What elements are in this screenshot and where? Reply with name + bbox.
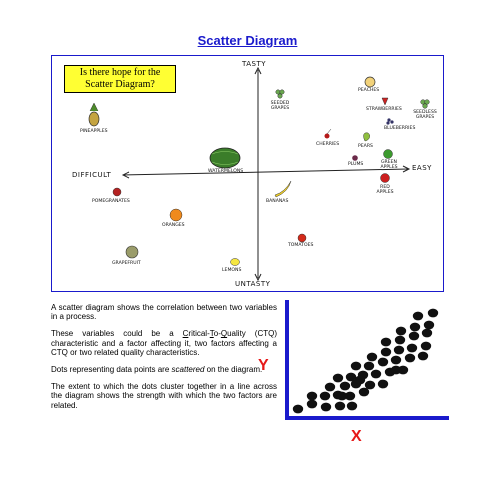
green-apple-icon <box>383 149 393 159</box>
mini-chart-y-label: Y <box>258 357 269 374</box>
blueberry-icon <box>386 118 394 125</box>
pomegranate-icon <box>112 187 122 197</box>
data-point <box>370 369 382 379</box>
data-point <box>306 399 318 409</box>
fruit-label: LEMONS <box>222 268 242 273</box>
question-callout: Is there hope for the Scatter Diagram? <box>64 65 176 93</box>
axis-label-left: DIFFICULT <box>72 171 112 179</box>
data-point <box>336 391 348 401</box>
data-point <box>350 361 362 371</box>
data-point <box>390 355 402 365</box>
data-point <box>292 404 304 414</box>
axis-label-bottom: UNTASTY <box>235 280 271 288</box>
data-point <box>380 337 392 347</box>
data-point <box>324 382 336 392</box>
data-point <box>390 365 402 375</box>
fruit-label: GRAPEFRUIT <box>112 261 141 266</box>
data-point <box>377 357 389 367</box>
data-point <box>363 361 375 371</box>
fruit-label: PEARS <box>358 144 373 149</box>
data-point <box>420 341 432 351</box>
data-point <box>394 335 406 345</box>
data-point <box>358 387 370 397</box>
orange-icon <box>169 208 183 222</box>
fruit-label: SEEDLESS GRAPES <box>413 110 437 120</box>
data-point <box>380 347 392 357</box>
seeded-grapes-icon <box>275 89 285 99</box>
fruit-label: BANANAS <box>266 199 289 204</box>
data-point <box>364 380 376 390</box>
data-point <box>412 311 424 321</box>
data-point <box>421 328 433 338</box>
data-point <box>346 401 358 411</box>
data-point <box>354 375 366 385</box>
fruit-label: GREEN APPLES <box>380 160 398 170</box>
page-title: Scatter Diagram <box>197 33 298 48</box>
axis-label-right: EASY <box>412 164 432 172</box>
quadrant-axes <box>88 66 430 282</box>
data-point <box>345 372 357 382</box>
data-point <box>423 320 435 330</box>
description-paragraph: Dots representing data points are scatte… <box>51 365 263 375</box>
fruit-label: POMEGRANATES <box>92 199 130 204</box>
data-point <box>306 391 318 401</box>
quadrant-diagram: Is there hope for the Scatter Diagram? T… <box>51 55 444 292</box>
fruit-label: CHERRIES <box>316 142 340 147</box>
data-point <box>417 351 429 361</box>
description-text: A scatter diagram shows the correlation … <box>51 303 277 418</box>
data-point <box>334 401 346 411</box>
data-point <box>344 391 356 401</box>
data-point <box>339 381 351 391</box>
data-point <box>427 308 439 318</box>
fruit-label: PEACHES <box>358 88 380 93</box>
axis-label-top: TASTY <box>242 60 267 68</box>
tomato-icon <box>297 233 307 243</box>
data-point <box>404 353 416 363</box>
data-point <box>366 352 378 362</box>
fruit-label: TOMATOES <box>288 243 314 248</box>
description-paragraph: A scatter diagram shows the correlation … <box>51 303 277 322</box>
fruit-label: PLUMS <box>348 162 364 167</box>
fruit-label: ORANGES <box>162 223 185 228</box>
red-apple-icon <box>380 173 390 183</box>
mini-chart-dots <box>292 308 439 414</box>
fruit-label: WATERMELONS <box>208 169 244 174</box>
fruit-label: PINEAPPLES <box>80 129 108 134</box>
watermelon-icon <box>209 147 241 169</box>
cherry-icon <box>324 128 332 139</box>
data-point <box>395 326 407 336</box>
description-paragraph: The extent to which the dots cluster tog… <box>51 382 277 410</box>
mini-chart-x-label: X <box>351 428 362 445</box>
peach-icon <box>364 76 376 88</box>
lemon-icon <box>230 258 240 266</box>
data-point <box>409 322 421 332</box>
fruit-label: RED APPLES <box>376 185 394 195</box>
data-point <box>406 343 418 353</box>
fruit-label: BLUEBERRIES <box>384 126 416 131</box>
seedless-grapes-icon <box>420 99 430 109</box>
plum-icon <box>352 155 358 161</box>
strawberry-icon <box>381 97 389 106</box>
data-point <box>393 345 405 355</box>
grapefruit-icon <box>125 245 139 259</box>
fruit-label: SEEDED GRAPES <box>270 101 290 111</box>
description-paragraph: These variables could be a Critical-To-Q… <box>51 329 277 357</box>
pear-icon <box>363 132 370 142</box>
data-point <box>319 391 331 401</box>
data-point <box>408 331 420 341</box>
data-point <box>320 402 332 412</box>
data-point <box>332 373 344 383</box>
banana-icon <box>274 180 292 198</box>
fruit-label: STRAWBERRIES <box>366 107 402 112</box>
data-point <box>377 379 389 389</box>
pineapple-icon <box>88 102 100 127</box>
